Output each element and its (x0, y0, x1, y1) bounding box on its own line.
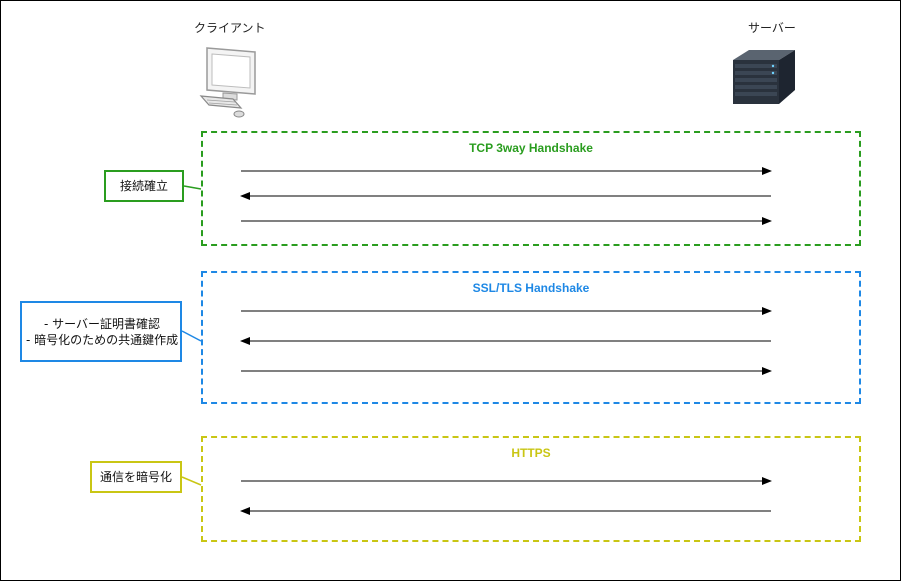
server-label: サーバー (748, 21, 796, 35)
ssl-note-line-1: - サーバー証明書確認 (44, 316, 161, 331)
tcp-note: 接続確立 (104, 170, 184, 202)
https-note-line: 通信を暗号化 (99, 470, 172, 484)
ssl-handshake-group: SSL/TLS Handshake (201, 271, 861, 404)
client-label: クライアント (194, 21, 266, 35)
https-title: HTTPS (511, 446, 551, 460)
tcp-handshake-group: TCP 3way Handshake (201, 131, 861, 246)
ssl-note: - サーバー証明書確認 - 暗号化のための共通鍵作成 (20, 301, 182, 362)
server-rack-icon (733, 50, 795, 104)
tcp-handshake-title: TCP 3way Handshake (469, 141, 593, 155)
note-connector (181, 476, 202, 486)
ssl-note-line-2: - 暗号化のための共通鍵作成 (26, 332, 179, 347)
desktop-computer-icon (199, 47, 256, 118)
https-group: HTTPS (201, 436, 861, 542)
note-connector (183, 185, 202, 190)
tcp-note-line: 接続確立 (119, 179, 168, 193)
note-connector (181, 330, 202, 342)
https-note: 通信を暗号化 (90, 461, 182, 493)
ssl-handshake-title: SSL/TLS Handshake (472, 281, 590, 295)
